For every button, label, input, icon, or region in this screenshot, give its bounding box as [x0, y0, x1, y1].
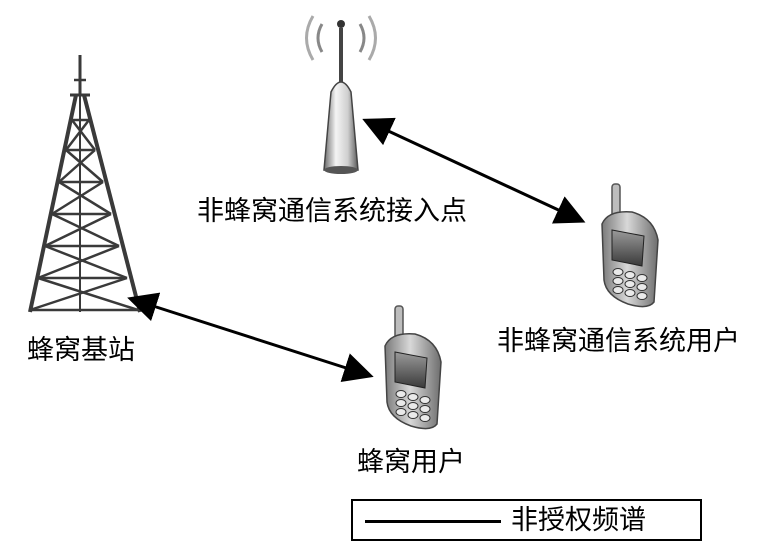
link-tower-cell-user	[127, 292, 374, 382]
legend-line-swatch	[365, 520, 501, 523]
noncell-user-label: 非蜂窝通信系统用户	[497, 326, 740, 357]
link-ap-noncell-user	[362, 117, 586, 224]
access-point-label: 非蜂窝通信系统接入点	[197, 196, 467, 227]
access-point-icon	[305, 15, 377, 174]
cell-tower-icon	[28, 55, 142, 313]
cell-tower-label: 蜂窝基站	[27, 335, 135, 366]
legend: 非授权频谱	[351, 499, 702, 541]
cell-user-label: 蜂窝用户	[357, 447, 465, 478]
cell-user-phone-icon	[384, 305, 442, 430]
legend-label: 非授权频谱	[511, 505, 646, 536]
noncell-user-phone-icon	[601, 183, 659, 308]
